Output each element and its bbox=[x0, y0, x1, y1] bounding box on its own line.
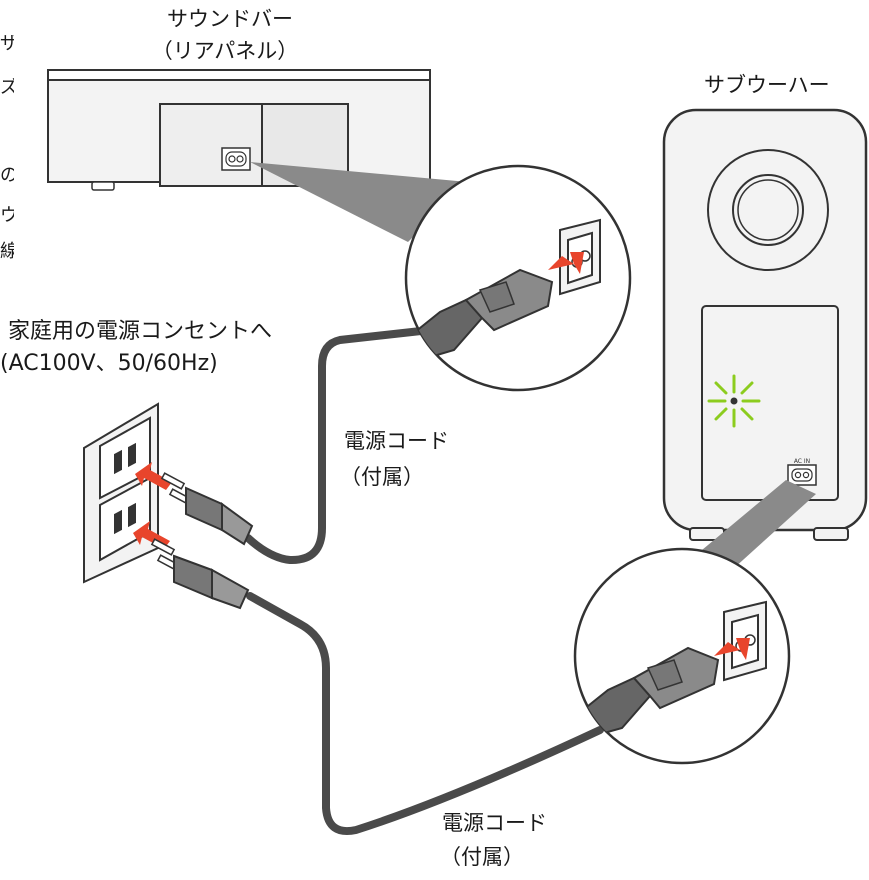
zoom-circle-soundbar bbox=[404, 164, 632, 392]
subwoofer: AC IN bbox=[662, 108, 868, 541]
soundbar-title: サウンドバー bbox=[167, 7, 293, 31]
cropped-text-fragment: 線 bbox=[0, 241, 14, 262]
power-cord-soundbar bbox=[244, 326, 434, 564]
cord-label-subwoofer-line2: （付属） bbox=[440, 845, 524, 869]
cropped-text-fragment: ズ bbox=[0, 77, 14, 98]
soundbar bbox=[47, 69, 431, 191]
soundbar-zoom-cone bbox=[250, 162, 468, 242]
insert-arrow-upper bbox=[135, 462, 172, 490]
cord-label-soundbar-line2: （付属） bbox=[340, 465, 424, 489]
ac-in-label: AC IN bbox=[794, 458, 810, 465]
power-indicator-icon bbox=[707, 374, 761, 428]
cord-label-soundbar-line1: 電源コード bbox=[344, 429, 449, 453]
ac-plug-upper bbox=[160, 472, 254, 546]
cropped-text-fragment: ウ bbox=[0, 205, 14, 226]
subwoofer-title: サブウーハー bbox=[704, 73, 830, 97]
cropped-text-fragment: の bbox=[0, 165, 14, 186]
soundbar-subtitle: （リアパネル） bbox=[151, 39, 299, 63]
zoom-circle-subwoofer bbox=[573, 547, 791, 765]
subwoofer-ac-inlet-icon: AC IN bbox=[787, 458, 817, 486]
wall-outlet bbox=[83, 402, 159, 584]
outlet-label-line1: 家庭用の電源コンセントへ bbox=[8, 319, 273, 344]
cord-label-subwoofer-line1: 電源コード bbox=[442, 811, 547, 835]
cropped-text-fragment: ザ bbox=[0, 33, 14, 54]
woofer-speaker bbox=[707, 149, 829, 271]
soundbar-ac-inlet-icon bbox=[221, 147, 251, 171]
ac-plug-lower bbox=[150, 538, 250, 610]
power-cord-subwoofer bbox=[246, 592, 604, 835]
outlet-label-line2: (AC100V、50/60Hz) bbox=[0, 351, 218, 376]
